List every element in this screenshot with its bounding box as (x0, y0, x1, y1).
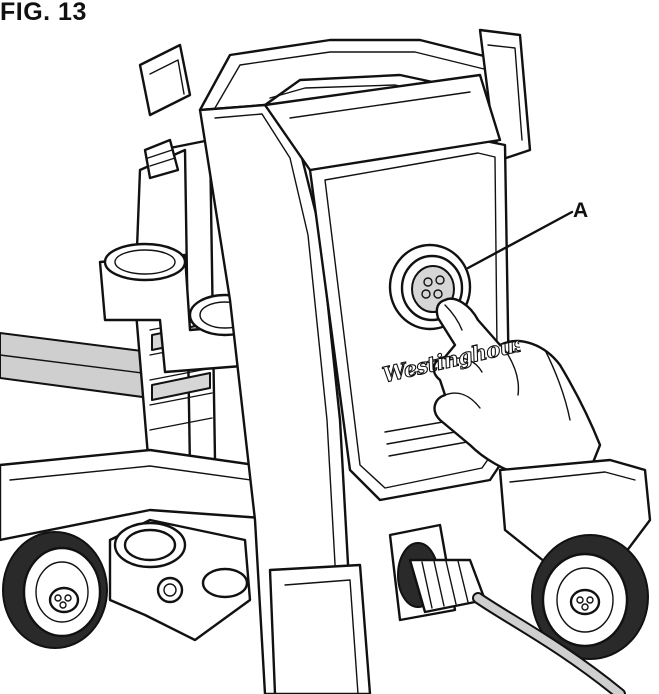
high-pressure-outlet (388, 523, 626, 694)
handle (138, 28, 532, 162)
front-foot (268, 563, 372, 694)
figure-label: FIG. 13 (0, 0, 87, 26)
callout-label-a: A (573, 199, 589, 222)
right-base (498, 458, 652, 660)
callout-leader-line (466, 210, 574, 270)
garden-hose (0, 331, 151, 400)
hand (432, 297, 602, 477)
left-wheel (2, 531, 108, 649)
